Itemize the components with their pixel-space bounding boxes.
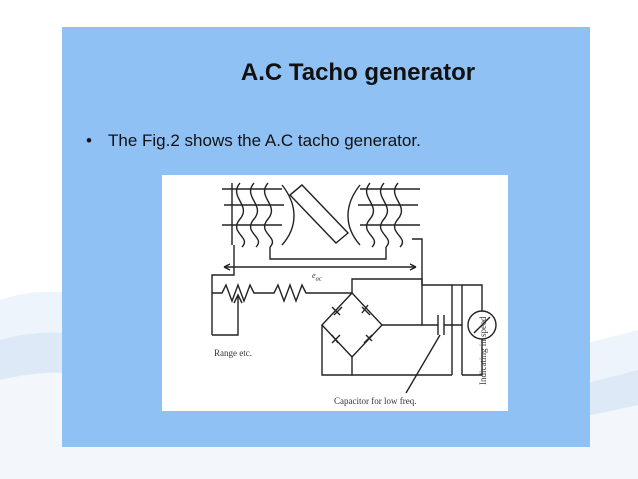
rotor-magnet — [288, 184, 350, 244]
eac-subscript: ac — [315, 275, 322, 283]
slide-title: A.C Tacho generator — [240, 59, 476, 86]
indicating-label: Indicating in speed — [478, 316, 488, 385]
slide-panel: A.C Tacho generator • The Fig.2 shows the… — [62, 27, 590, 447]
range-label: Range etc. — [214, 348, 252, 358]
capacitor-label: Capacitor for low freq. — [334, 396, 417, 406]
bullet-icon: • — [86, 131, 92, 150]
right-coil — [347, 182, 420, 248]
bullet-item: • The Fig.2 shows the A.C tacho generator… — [86, 131, 421, 151]
left-coil — [222, 182, 295, 248]
bullet-text: The Fig.2 shows the A.C tacho generator. — [108, 131, 421, 150]
eac-label: eac — [312, 271, 322, 283]
eac-symbol: e — [312, 271, 316, 280]
circuit-figure: Range etc. Capacitor for low freq. Indic… — [162, 175, 508, 411]
circuit-diagram — [211, 182, 497, 394]
